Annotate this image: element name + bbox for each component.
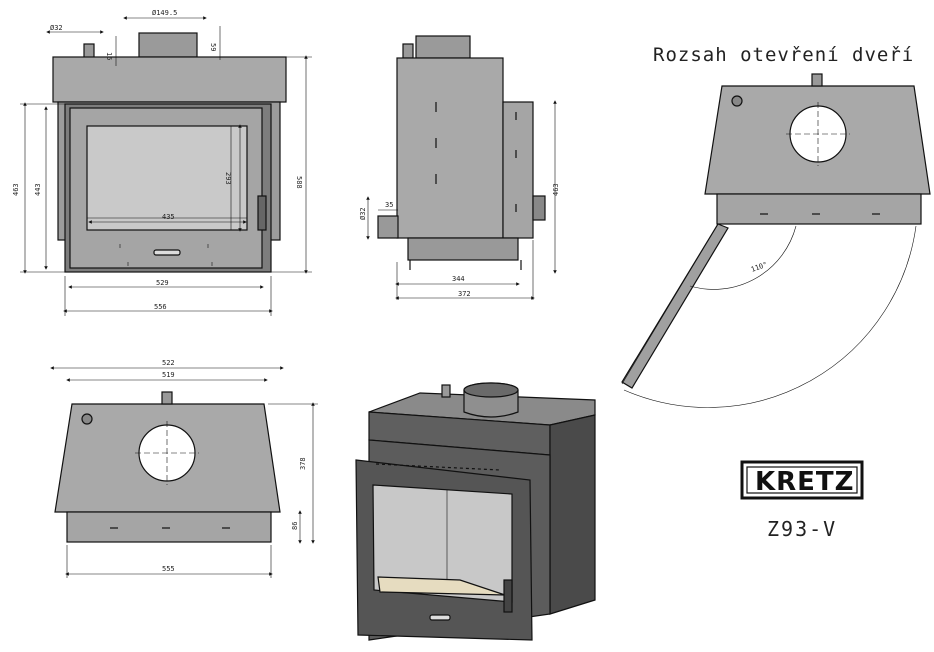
- top-dim-555: 555: [162, 565, 175, 573]
- top-dim-522: 522: [162, 359, 175, 367]
- top-view: 522 519 378 86 555: [50, 359, 318, 578]
- dim-15: 15: [105, 52, 113, 60]
- dim-59: 59: [209, 43, 217, 51]
- side-dim-463: 463: [552, 183, 560, 196]
- side-dim-35: 35: [385, 201, 393, 209]
- side-dim-inlet: Ø32: [359, 207, 367, 220]
- isometric-view: [355, 382, 596, 641]
- kretz-logo: KRETZ: [755, 467, 855, 497]
- dim-width-529: 529: [156, 279, 169, 287]
- dim-height-463: 463: [12, 183, 20, 196]
- dim-flue-dia: Ø149.5: [152, 9, 177, 17]
- door-opening-title: Rozsah otevření dveří: [653, 44, 914, 66]
- brand-block: KRETZ Z93-V: [740, 460, 864, 541]
- front-view: Ø149.5 Ø32 15 59 463 443 293 588 435 529…: [12, 9, 312, 316]
- dim-width-556: 556: [154, 303, 167, 311]
- side-dim-372: 372: [458, 290, 471, 298]
- dim-inlet-dia: Ø32: [50, 24, 63, 32]
- side-view: 463 Ø32 35 344 372: [359, 35, 560, 300]
- model-label: Z93-V: [767, 517, 837, 541]
- top-dim-378: 378: [299, 457, 307, 470]
- top-dim-86: 86: [291, 522, 299, 530]
- dim-height-443: 443: [34, 183, 42, 196]
- dim-height-293: 293: [224, 172, 232, 185]
- top-dim-519: 519: [162, 371, 175, 379]
- door-opening-view: Rozsah otevření dveří 110°: [621, 44, 931, 408]
- dim-height-588: 588: [295, 176, 303, 189]
- dim-width-435: 435: [162, 213, 175, 221]
- side-dim-344: 344: [452, 275, 465, 283]
